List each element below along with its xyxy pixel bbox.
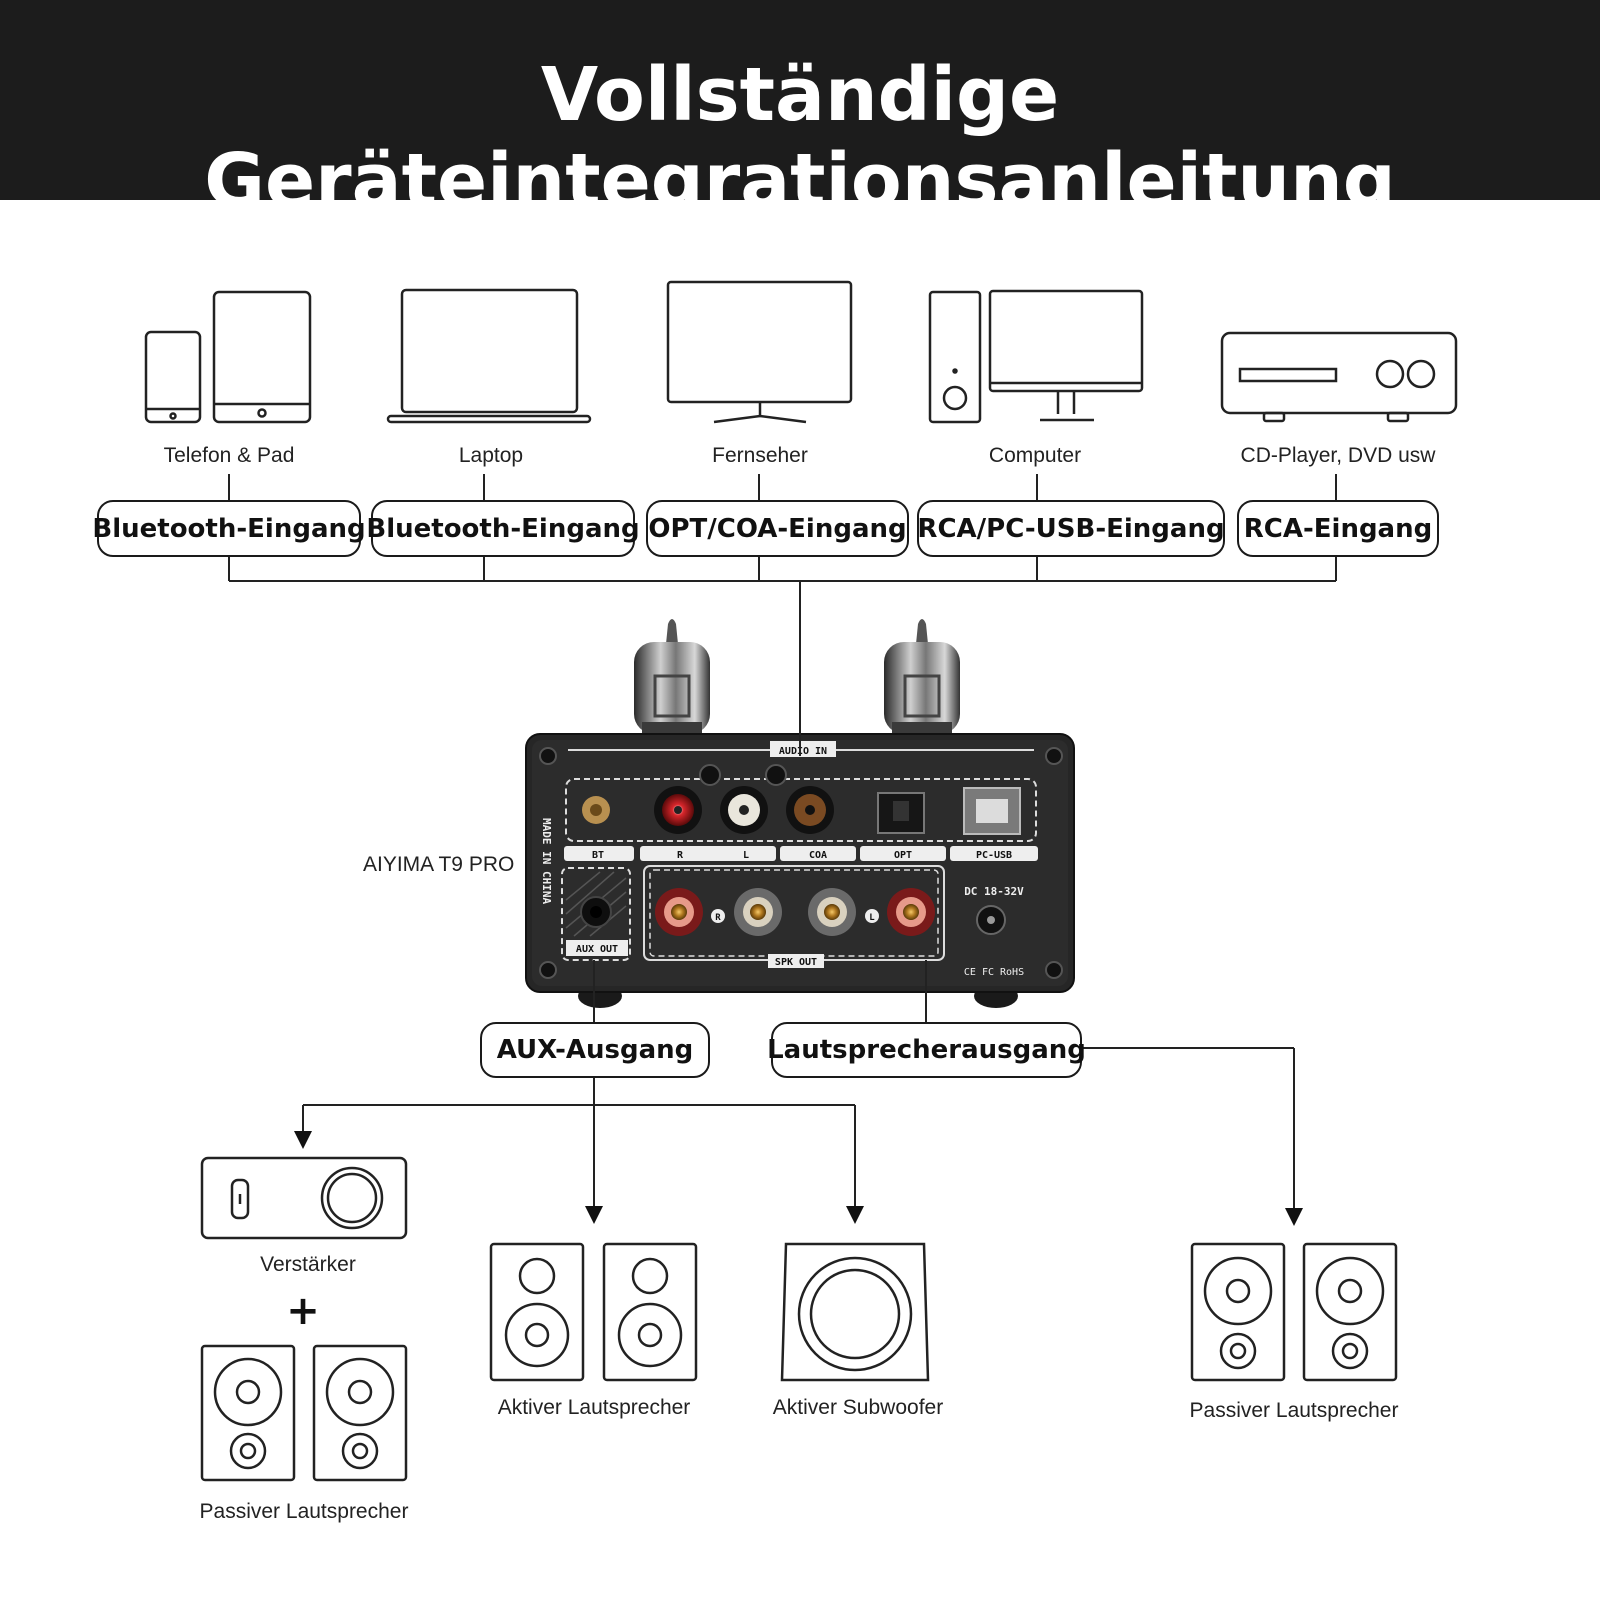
page-title: Vollständige Geräteintegrationsanleitung xyxy=(204,52,1396,224)
spk-out-label: SPK OUT xyxy=(775,957,817,968)
amplifier-device xyxy=(525,619,1075,1008)
input-pill-rca: RCA-Eingang xyxy=(1237,500,1439,557)
source-connectors xyxy=(228,474,1337,500)
dest-label-amplifier: Verstärker xyxy=(260,1253,356,1276)
output-connectors xyxy=(294,960,1303,1226)
amp-panel-text: AUDIO IN BT R L COA OPT PC-USB AUX OUT S… xyxy=(576,746,1012,968)
amplifier-model-label: AIYIMA T9 PRO xyxy=(363,853,515,876)
output-pill-aux: AUX-Ausgang xyxy=(480,1022,710,1078)
dest-label-passive-left: Passiver Lautsprecher xyxy=(199,1500,409,1523)
laptop-icon xyxy=(386,288,592,424)
port-label-coa: COA xyxy=(809,850,827,861)
active-speaker-pair-icon xyxy=(489,1242,698,1382)
channel-r-label: R xyxy=(715,913,721,923)
input-pill-rca-pc-usb: RCA/PC-USB-Eingang xyxy=(917,500,1225,557)
dest-label-passive-right: Passiver Lautsprecher xyxy=(1189,1399,1399,1422)
input-pill-bluetooth-laptop: Bluetooth-Eingang xyxy=(366,500,640,557)
desktop-computer-icon xyxy=(928,289,1144,424)
port-label-bt: BT xyxy=(592,850,604,861)
source-label-phone: Telefon & Pad xyxy=(163,444,295,467)
header-banner: Vollständige Geräteintegrationsanleitung xyxy=(0,0,1600,224)
cd-player-icon xyxy=(1220,331,1458,423)
port-label-l: L xyxy=(743,850,749,861)
dc-label: DC 18-32V xyxy=(964,885,1024,898)
aux-out-label: AUX OUT xyxy=(576,944,618,955)
plus-sign: + xyxy=(286,1288,320,1334)
passive-speaker-pair-left-icon xyxy=(200,1344,408,1482)
source-label-tv: Fernseher xyxy=(712,444,808,467)
input-pill-opt-coa: OPT/COA-Eingang xyxy=(646,500,909,557)
input-pill-bluetooth-phone: Bluetooth-Eingang xyxy=(92,500,366,557)
source-label-cd-player: CD-Player, DVD usw xyxy=(1240,444,1436,467)
subwoofer-icon xyxy=(780,1242,930,1382)
port-label-opt: OPT xyxy=(894,850,912,861)
amplifier-icon xyxy=(200,1156,408,1240)
output-pill-speaker: Lautsprecherausgang xyxy=(767,1022,1086,1078)
phone-tablet-icon xyxy=(144,290,312,424)
vacuum-tube-right xyxy=(884,619,960,736)
source-label-laptop: Laptop xyxy=(458,444,524,467)
made-in-label: MADE IN CHINA xyxy=(540,818,553,904)
cert-label: CE FC RoHS xyxy=(964,967,1024,978)
port-label-r: R xyxy=(677,850,684,861)
port-label-pc-usb: PC-USB xyxy=(976,850,1012,861)
source-label-computer: Computer xyxy=(988,444,1082,467)
tv-icon xyxy=(666,280,853,424)
amp-panel-text-light: DC 18-32V CE FC RoHS MADE IN CHINA xyxy=(540,818,1024,978)
audio-in-label: AUDIO IN xyxy=(779,746,827,757)
passive-speaker-pair-right-icon xyxy=(1190,1242,1398,1382)
dest-label-active: Aktiver Lautsprecher xyxy=(497,1396,691,1419)
input-bus xyxy=(228,557,1337,582)
channel-l-label: L xyxy=(869,913,875,923)
vacuum-tube-left xyxy=(634,619,710,736)
dest-label-subwoofer: Aktiver Subwoofer xyxy=(772,1396,944,1419)
